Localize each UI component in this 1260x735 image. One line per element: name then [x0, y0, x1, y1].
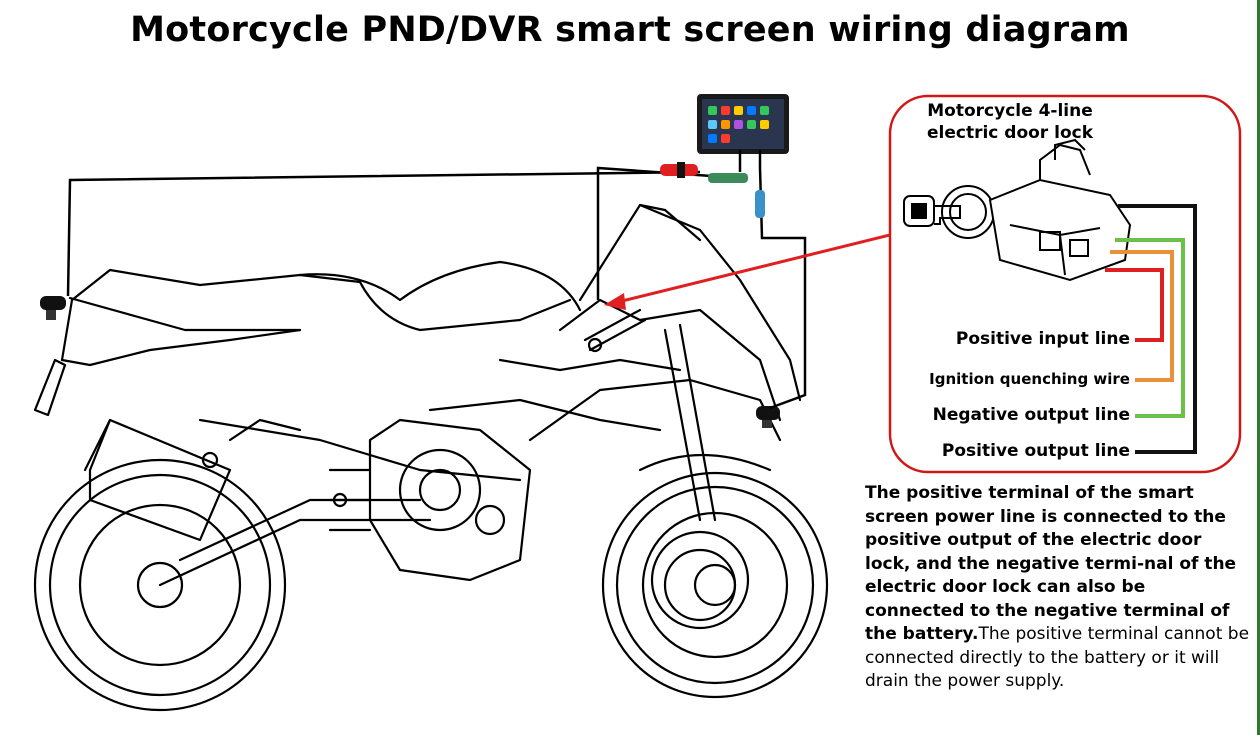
label-positive-input: Positive input line — [955, 329, 1130, 349]
wire-ignition-quench — [1110, 250, 1174, 382]
wire-positive-input — [1105, 268, 1164, 342]
label-positive-output: Positive output line — [941, 441, 1130, 461]
wire-positive-output — [1118, 204, 1197, 454]
rear-camera-icon — [40, 296, 66, 320]
right-edge-bar — [1257, 0, 1260, 735]
page-title: Motorcycle PND/DVR smart screen wiring d… — [130, 10, 1130, 50]
connector-green — [708, 173, 748, 183]
label-negative-output: Negative output line — [932, 405, 1130, 425]
pointer-arrow — [604, 233, 891, 310]
lock-title-line2: electric door lock — [926, 123, 1093, 143]
smart-screen-icon — [697, 94, 789, 154]
wiring-note: The positive terminal of the smart scree… — [865, 482, 1250, 694]
motorcycle-drawing — [33, 203, 829, 712]
wire-negative-output — [1115, 238, 1185, 418]
lock-panel-title: Motorcycle 4-line electric door lock — [905, 100, 1115, 144]
label-ignition-quench: Ignition quenching wire — [929, 370, 1130, 388]
door-lock-icon — [903, 138, 1132, 282]
lock-title-line1: Motorcycle 4-line — [927, 101, 1093, 121]
front-camera-icon — [756, 406, 780, 428]
connector-blue — [755, 190, 765, 218]
note-bold: The positive terminal of the smart scree… — [865, 483, 1237, 644]
note-regular: The positive terminal cannot be connecte… — [865, 624, 1250, 691]
lock-wires — [1105, 204, 1197, 454]
